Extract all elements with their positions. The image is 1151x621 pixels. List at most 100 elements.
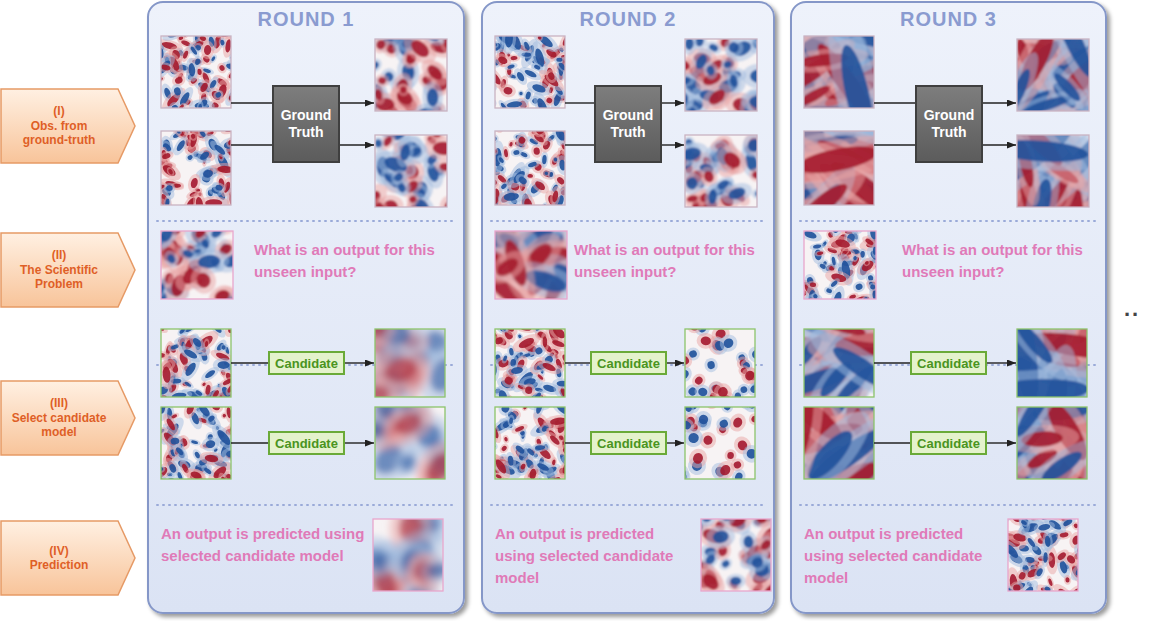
vortex-core xyxy=(685,57,691,72)
vortex-core xyxy=(408,39,432,60)
vortex-group xyxy=(373,519,443,591)
vorticity-field xyxy=(495,407,565,479)
vortex-core xyxy=(552,459,557,465)
vortex-core xyxy=(399,86,407,94)
vortex-core xyxy=(375,381,394,397)
vortex-core xyxy=(534,346,544,355)
vortex-halo xyxy=(186,131,202,154)
vortex-halo xyxy=(495,420,504,445)
vortex-core xyxy=(500,183,507,190)
candidate-box: Candidate xyxy=(268,431,345,455)
vortex-core xyxy=(723,60,733,69)
vortex-halo xyxy=(181,407,199,421)
vortex-halo xyxy=(161,61,175,75)
vortex-halo xyxy=(747,166,757,184)
vortex-halo xyxy=(495,384,513,397)
vortex-core xyxy=(718,387,728,397)
vortex-halo xyxy=(542,170,550,177)
vortex-halo xyxy=(685,139,711,168)
vortex-core xyxy=(514,444,525,455)
image-frame xyxy=(161,329,231,397)
vortex-core xyxy=(721,149,744,171)
vortex-core xyxy=(227,384,231,393)
vortex-core xyxy=(700,336,711,345)
vortex-halo xyxy=(513,171,532,190)
vortex-core xyxy=(687,431,701,445)
vortex-core xyxy=(519,91,523,95)
image-frame xyxy=(495,131,565,205)
vortex-halo xyxy=(388,167,409,188)
vortex-core xyxy=(375,60,380,71)
vortex-core xyxy=(220,39,225,45)
vortex-core xyxy=(495,336,504,345)
vortex-core xyxy=(193,231,208,240)
vortex-core xyxy=(175,446,184,456)
vortex-halo xyxy=(433,158,447,176)
image-frame xyxy=(685,329,755,397)
vortex-halo xyxy=(543,94,556,107)
vortex-core xyxy=(514,425,524,432)
vortex-halo xyxy=(514,132,531,148)
vortex-halo xyxy=(751,187,757,199)
vortex-core xyxy=(559,159,565,171)
vortex-core xyxy=(191,440,199,445)
vortex-halo xyxy=(510,330,543,356)
flow-arrow xyxy=(231,102,272,103)
vortex-core xyxy=(495,426,500,440)
section-title: The Scientific Problem xyxy=(9,263,109,292)
vortex-core xyxy=(497,55,509,65)
box-label: Ground Truth xyxy=(278,107,334,142)
vortex-halo xyxy=(161,248,182,270)
vortex-core xyxy=(549,172,553,178)
vortex-halo xyxy=(161,464,166,474)
vortex-group xyxy=(375,329,445,397)
vortex-halo xyxy=(176,101,188,108)
vortex-halo xyxy=(495,244,533,290)
vortex-halo xyxy=(417,54,447,90)
vortex-halo xyxy=(685,351,695,371)
vortex-halo xyxy=(224,380,231,397)
vortex-core xyxy=(506,100,522,108)
vortex-core xyxy=(520,463,526,470)
vortex-core xyxy=(190,46,198,56)
vortex-group xyxy=(375,135,447,207)
vortex-core xyxy=(527,161,537,168)
vortex-halo xyxy=(495,51,513,69)
vortex-halo xyxy=(693,383,713,397)
vortex-halo xyxy=(544,68,559,85)
image-frame xyxy=(495,231,567,299)
vortex-group xyxy=(685,329,755,397)
vortex-core xyxy=(185,407,195,415)
vortex-halo xyxy=(536,66,565,94)
vortex-core xyxy=(500,407,510,414)
vortex-halo xyxy=(375,329,432,365)
vortex-core xyxy=(215,184,224,192)
vortex-core xyxy=(187,154,194,161)
vortex-halo xyxy=(555,154,565,175)
vortex-core xyxy=(203,68,212,74)
vortex-halo xyxy=(211,181,227,195)
vortex-core xyxy=(204,369,216,380)
image-frame xyxy=(495,36,565,108)
vortex-halo xyxy=(207,138,231,162)
vorticity-field xyxy=(495,131,565,205)
vortex-halo xyxy=(218,37,227,48)
vortex-core xyxy=(427,88,439,106)
vortex-core xyxy=(554,131,565,142)
vortex-core xyxy=(432,141,447,156)
vortex-halo xyxy=(685,51,699,78)
vortex-core xyxy=(513,150,520,156)
vortex-core xyxy=(534,131,545,136)
vortex-core xyxy=(190,133,196,139)
vortex-halo xyxy=(685,39,697,55)
vortex-core xyxy=(685,90,690,107)
vortex-halo xyxy=(554,56,565,64)
vortex-halo xyxy=(375,56,385,76)
vortex-core xyxy=(517,175,528,185)
vortex-halo xyxy=(714,414,734,433)
vortex-core xyxy=(199,36,207,42)
vortex-core xyxy=(692,452,705,466)
vortex-halo xyxy=(514,329,537,335)
vortex-halo xyxy=(204,411,220,426)
vortex-halo xyxy=(739,87,757,111)
